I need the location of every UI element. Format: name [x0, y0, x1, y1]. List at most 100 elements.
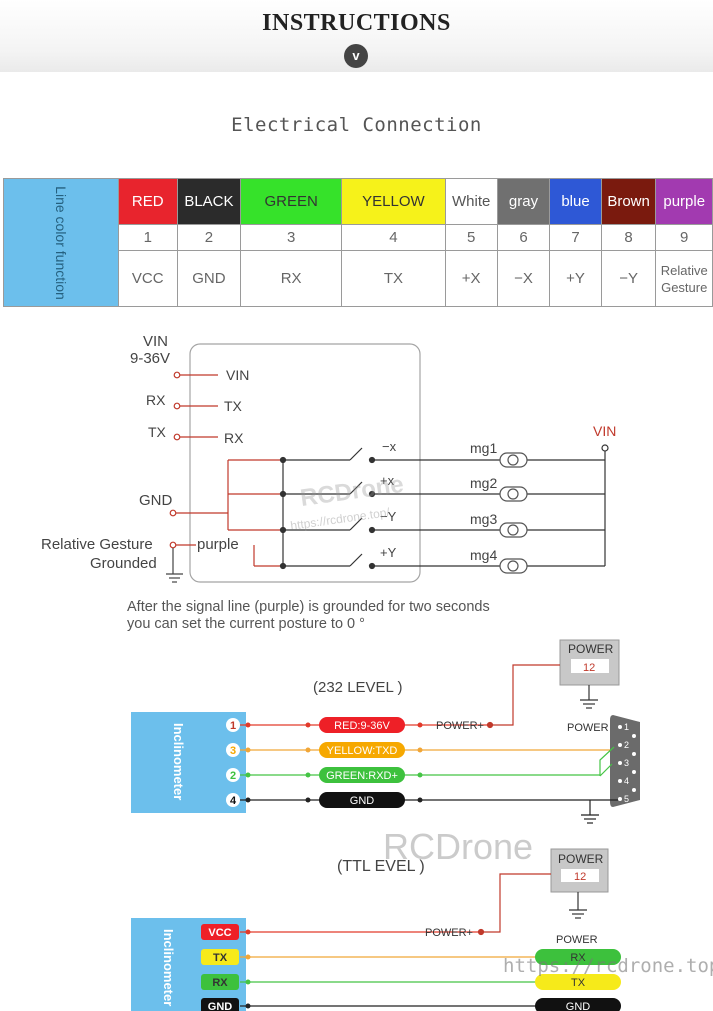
pin-badge: [201, 974, 239, 990]
pin-function: RX: [240, 250, 343, 307]
pin-label: RX: [212, 977, 228, 989]
wire-node: [305, 797, 311, 803]
color-row: Line color function RED BLACK GREEN YELL…: [3, 178, 713, 307]
ground-icon: [569, 892, 587, 919]
color-cell: gray: [496, 178, 551, 225]
magnet-label: mg3: [470, 511, 497, 527]
ttl-diagram: (TTL EVEL ) Inclinometer VCC TX RX GND POWE…: [131, 848, 621, 1011]
gnd-label: GND: [139, 492, 173, 509]
color-cell: White: [444, 178, 498, 225]
pin-function: VCC: [117, 250, 178, 307]
wire-node: [245, 979, 251, 985]
pin-number: 4: [230, 795, 237, 807]
color-cell: Brown: [600, 178, 657, 225]
pin-badge: [201, 924, 239, 940]
wire-tag: [319, 742, 405, 758]
number-row: 1 2 3 4 5 6 7 8 9: [4, 224, 713, 251]
power-box-label: POWER: [558, 852, 604, 866]
wire-label: TX: [571, 977, 586, 989]
pin-badge: [226, 793, 240, 807]
color-cell: RED: [117, 178, 178, 225]
box-pin-rx: RX: [224, 430, 244, 446]
section-subtitle: Electrical Connection: [231, 114, 482, 136]
pin-badge: [201, 949, 239, 965]
db9-pin: 6: [644, 731, 649, 741]
chevron-down-icon: v: [344, 44, 368, 68]
power-plus-label: POWER+: [436, 720, 484, 732]
pin-number: 2: [230, 770, 236, 782]
switch-label: −x: [382, 439, 397, 454]
color-cell: GREEN: [240, 178, 343, 225]
pin-number: 2: [176, 224, 242, 251]
ttl-title: (TTL EVEL ): [337, 858, 425, 875]
pin-number: 3: [230, 745, 236, 757]
db9-connector: [610, 715, 640, 807]
vin-range: 9-36V: [130, 350, 170, 367]
wire-node: [305, 772, 311, 778]
wire-tag: [535, 949, 621, 965]
magnet-label: mg4: [470, 547, 497, 563]
color-cell: blue: [549, 178, 602, 225]
switch-label: −Y: [380, 509, 397, 524]
wire-tag: [535, 998, 621, 1011]
wire-node: [245, 954, 251, 960]
grounded-label: Grounded: [90, 555, 157, 572]
relative-gesture-label: Relative Gesture: [41, 536, 153, 553]
power-value: 12: [583, 662, 595, 674]
pin-label: GND: [208, 1001, 233, 1011]
magnet-label: mg2: [470, 475, 497, 491]
wire-tag: [319, 792, 405, 808]
wire-node: [417, 747, 423, 753]
switch-label: +Y: [380, 545, 397, 560]
pin-badge: [226, 743, 240, 757]
wire-label: YELLOW:TXD: [327, 745, 398, 757]
color-cell: YELLOW: [341, 178, 446, 225]
db9-pin: 5: [624, 794, 629, 804]
ground-icon: [580, 685, 598, 709]
db9-pin: 4: [624, 776, 629, 786]
wire-node: [245, 747, 251, 753]
power-label: POWER: [567, 722, 609, 734]
note-line-2: you can set the current posture to 0 °: [127, 616, 365, 632]
wire-label: RX: [570, 952, 586, 964]
box-pin-tx: TX: [224, 398, 243, 414]
note-line-1: After the signal line (purple) is ground…: [127, 599, 490, 615]
left-pin-tx: TX: [148, 424, 167, 440]
pin-function: −Y: [600, 250, 657, 307]
pin-function: +X: [444, 250, 498, 307]
db9-pin: 1: [624, 722, 629, 732]
wire-label: RED:9-36V: [334, 720, 390, 732]
purple-label: purple: [197, 536, 239, 553]
inclinometer-label: Inclinometer: [161, 929, 176, 1006]
wire-node: [245, 772, 251, 778]
db9-pin: 3: [624, 758, 629, 768]
wire-node: [245, 797, 251, 803]
db9-pin: 8: [644, 767, 649, 777]
vin-label: VIN: [143, 333, 168, 350]
switch-label: +x: [380, 473, 395, 488]
pin-function: TX: [341, 250, 446, 307]
page-title: INSTRUCTIONS: [262, 10, 451, 36]
wire-tag: [535, 974, 621, 990]
power-box-label: POWER: [568, 642, 614, 656]
pin-label: TX: [213, 952, 228, 964]
watermark: https://rcdrone.top/: [503, 955, 713, 977]
pin-label: VCC: [208, 927, 231, 939]
wire-node: [245, 929, 251, 935]
wire-color-table: Line color function RED BLACK GREEN YELL…: [3, 178, 713, 307]
vin-right-label: VIN: [593, 423, 616, 439]
db9-pin: 9: [644, 785, 649, 795]
power-value: 12: [574, 871, 586, 883]
wire-node: [245, 722, 251, 728]
inclinometer-box: [131, 712, 246, 813]
power-plus-label: POWER+: [425, 927, 473, 939]
wire-node: [305, 747, 311, 753]
inclinometer-label: Inclinometer: [171, 723, 186, 800]
box-pin-vin: VIN: [226, 367, 249, 383]
wire-node: [305, 722, 311, 728]
wire-label: GND: [566, 1001, 591, 1011]
color-cell: BLACK: [176, 178, 242, 225]
wire-label: GND: [350, 795, 375, 807]
